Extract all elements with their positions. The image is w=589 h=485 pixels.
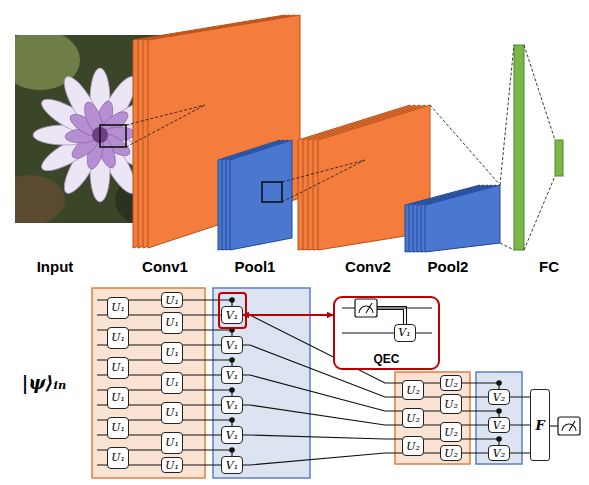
gate-box: U₁ — [107, 357, 129, 379]
gate-label: U₁ — [165, 317, 179, 328]
gate-box: V₁ — [394, 324, 416, 342]
gate-box: V₁ — [221, 366, 243, 384]
gate-label: U₁ — [111, 392, 125, 403]
layer-name: Conv1 — [142, 258, 188, 275]
gate-label: V₁ — [226, 310, 238, 321]
gate-box: U₁ — [107, 297, 129, 319]
gate-label: U₁ — [165, 407, 179, 418]
gate-label: U₁ — [165, 295, 179, 306]
layer-name: Pool2 — [428, 258, 469, 275]
gate-box: V₂ — [488, 445, 510, 461]
fc-layer — [514, 45, 524, 250]
gate-label: V₁ — [226, 430, 238, 441]
gate-box: V₂ — [488, 389, 510, 405]
gate-label: U₁ — [165, 437, 179, 448]
layer-name: Input — [37, 258, 74, 275]
gate-label: U₁ — [111, 362, 125, 373]
gate-label: F — [535, 419, 544, 432]
gate-box: U₂ — [440, 394, 462, 414]
gate-label: U₂ — [406, 441, 420, 452]
gate-box: U₁ — [161, 292, 183, 308]
gate-label: U₂ — [444, 427, 458, 438]
layer-name: Conv2 — [345, 258, 391, 275]
gate-label: U₁ — [165, 347, 179, 358]
gate-box: U₂ — [402, 436, 424, 456]
gate-box: U₁ — [161, 432, 183, 454]
gate-box: V₁ — [221, 396, 243, 414]
input-state: |ψ⟩ᵢₙ — [22, 372, 66, 393]
receptive-field-lines — [126, 105, 205, 147]
gate-box: U₁ — [161, 402, 183, 424]
measurement-symbol — [355, 299, 377, 317]
layer-name: FC — [539, 258, 559, 275]
gate-box: U₁ — [161, 372, 183, 394]
gate-label: U₂ — [444, 378, 458, 389]
qec-callout: QEC V₁ — [333, 296, 440, 370]
gate-box: U₁ — [107, 447, 129, 469]
measurement-symbol — [558, 417, 580, 435]
gate-label: V₂ — [493, 420, 505, 431]
gate-box: V₂ — [488, 417, 510, 433]
gate-label: V₁ — [398, 327, 410, 338]
gate-label: U₁ — [165, 377, 179, 388]
receptive-field-lines — [282, 105, 500, 202]
callout-arrow — [243, 314, 333, 316]
pool2-stack — [405, 185, 500, 252]
gate-label: V₁ — [226, 400, 238, 411]
gate-box: U₁ — [107, 327, 129, 349]
gate-box: U₁ — [161, 342, 183, 364]
gate-box: U₂ — [402, 380, 424, 400]
fc-unitary: F — [530, 389, 550, 461]
gate-box: U₁ — [161, 457, 183, 473]
gate-label: V₁ — [226, 370, 238, 381]
pool-band — [476, 372, 522, 464]
gate-box: V₁ — [221, 426, 243, 444]
gate-label: U₁ — [111, 302, 125, 313]
gate-box: U₁ — [107, 417, 129, 439]
gate-box: U₂ — [402, 408, 424, 428]
gate-box: U₁ — [107, 387, 129, 409]
highlight-box — [219, 293, 246, 328]
input-patch — [100, 125, 126, 147]
gate-box: V₁ — [221, 456, 243, 474]
dense-lines — [500, 45, 555, 250]
pool1-patch — [262, 182, 282, 202]
gate-label: U₂ — [444, 448, 458, 459]
gate-label: V₁ — [226, 340, 238, 351]
pool1-stack — [218, 140, 292, 250]
gate-label: U₁ — [111, 452, 125, 463]
gate-box: U₁ — [161, 312, 183, 334]
callout-title: QEC — [335, 352, 438, 366]
gate-label: V₁ — [226, 460, 238, 471]
gate-label: V₂ — [493, 448, 505, 459]
qubit-wires — [97, 300, 558, 465]
output-layer — [555, 140, 563, 176]
gate-box: V₁ — [221, 336, 243, 354]
gate-box: V₁ — [221, 306, 243, 324]
gate-label: U₂ — [406, 413, 420, 424]
gate-label: U₂ — [444, 399, 458, 410]
gate-label: U₁ — [111, 422, 125, 433]
layer-name: Pool1 — [235, 258, 276, 275]
gate-box: U₂ — [440, 445, 462, 461]
gate-label: V₂ — [493, 392, 505, 403]
gate-label: U₂ — [406, 385, 420, 396]
gate-box: U₂ — [440, 422, 462, 442]
gate-label: U₁ — [165, 460, 179, 471]
conv-band — [395, 372, 470, 464]
gate-label: U₁ — [111, 332, 125, 343]
qec-background — [333, 296, 440, 370]
gate-box: U₂ — [440, 375, 462, 391]
